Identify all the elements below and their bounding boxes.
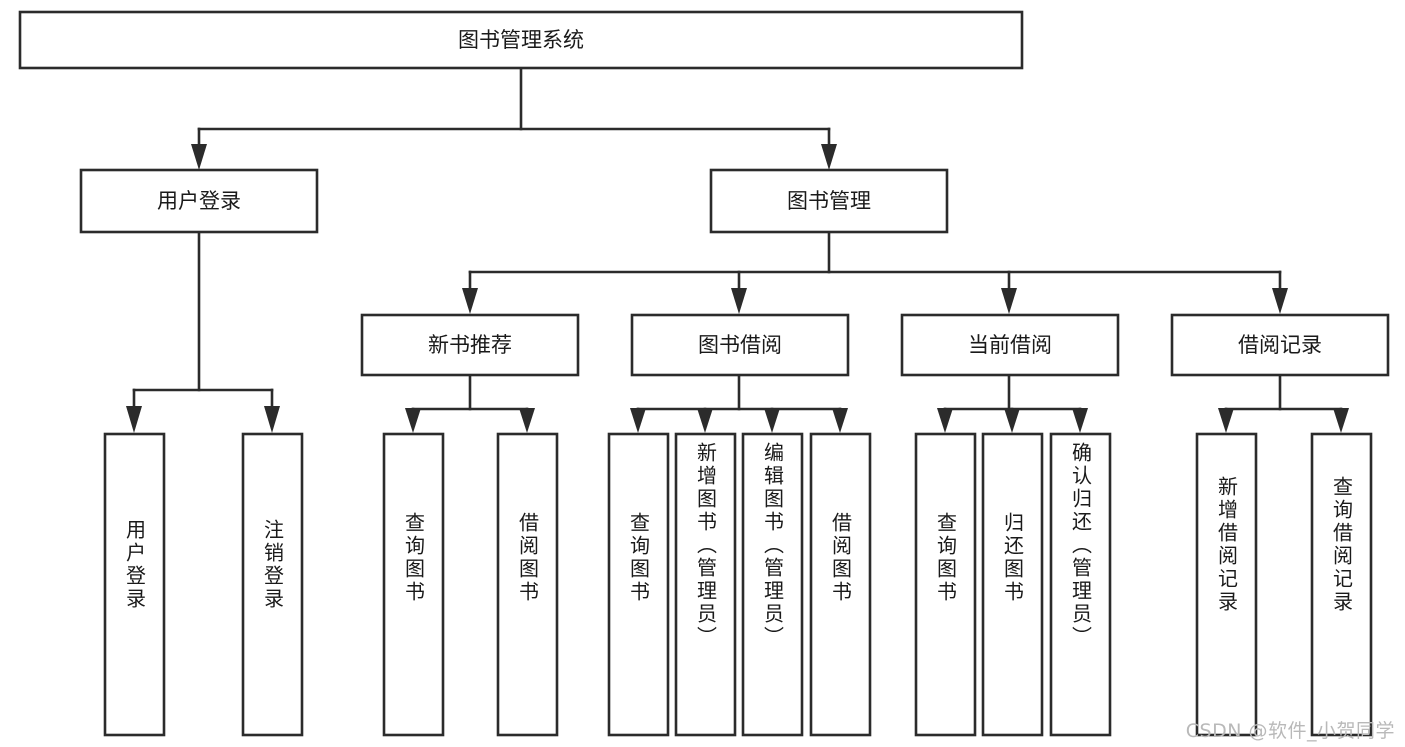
arrow-head-leaf-logout-login [264, 406, 280, 433]
node-book-borrow-box[interactable] [630, 313, 850, 377]
leaf-box-add-record[interactable] [1195, 432, 1258, 737]
connector-group-borrow-record [1218, 373, 1349, 433]
arrow-head-leaf-borrow-book-2 [832, 408, 848, 433]
arrow-head-borrow-record [1272, 288, 1288, 314]
leaf-box-query-book-3[interactable] [914, 432, 977, 737]
node-borrow-record-label: 借阅记录 [1238, 333, 1322, 357]
node-root-box[interactable] [18, 10, 1024, 70]
node-book-borrow[interactable]: 图书借阅 [630, 313, 850, 377]
node-user-login-box[interactable] [79, 168, 319, 234]
leaf-label-query-book-3: 查询图书 [933, 512, 958, 604]
arrow-head-user-login [191, 144, 207, 170]
node-book-manage-label: 图书管理 [787, 189, 871, 213]
connector-group-new-book-recommend [405, 373, 535, 433]
node-new-book-recommend-label: 新书推荐 [428, 333, 512, 357]
leaf-label-wrap-return-book: 归还图书 [983, 434, 1042, 735]
leaf-label-wrap-logout-login: 注销登录 [243, 434, 302, 735]
connector-group-root [191, 66, 837, 170]
leaf-label-wrap-borrow-book-1: 借阅图书 [498, 434, 557, 735]
leaf-label-return-book: 归还图书 [1000, 512, 1025, 604]
arrow-head-leaf-user-login [126, 406, 142, 433]
node-borrow-record[interactable]: 借阅记录 [1170, 313, 1390, 377]
node-current-borrow-label: 当前借阅 [968, 333, 1052, 357]
leaf-label-wrap-query-book-3: 查询图书 [916, 434, 975, 735]
node-new-book-recommend[interactable]: 新书推荐 [360, 313, 580, 377]
node-root-label: 图书管理系统 [458, 28, 584, 52]
leaf-label-wrap-borrow-book-2: 借阅图书 [811, 434, 870, 735]
arrow-head-leaf-confirm-return [1072, 408, 1088, 433]
arrow-head-leaf-borrow-book-1 [519, 408, 535, 433]
csdn-watermark: CSDN @软件_小贺同学 [1185, 720, 1395, 742]
leaf-box-edit-book[interactable] [741, 432, 804, 737]
leaf-label-user-login: 用户登录 [122, 519, 147, 611]
leaf-box-borrow-book-2[interactable] [809, 432, 872, 737]
leaf-label-borrow-book-2: 借阅图书 [828, 512, 853, 604]
leaf-box-logout-login[interactable] [241, 432, 304, 737]
node-current-borrow[interactable]: 当前借阅 [900, 313, 1120, 377]
arrow-head-leaf-edit-book [764, 408, 780, 433]
leaf-box-add-book[interactable] [674, 432, 737, 737]
leaf-box-query-book-1[interactable] [382, 432, 445, 737]
connector-group-book-manage [462, 230, 1288, 314]
leaf-box-borrow-book-1[interactable] [496, 432, 559, 737]
connector-group-book-borrow [630, 373, 848, 433]
leaf-label-add-record: 新增借阅记录 [1214, 476, 1239, 614]
leaf-label-wrap-add-record: 新增借阅记录 [1197, 434, 1256, 735]
leaf-label-wrap-user-login: 用户登录 [105, 434, 164, 735]
arrow-head-leaf-query-book-3 [937, 408, 953, 433]
node-user-login-label: 用户登录 [157, 189, 241, 213]
arrow-head-leaf-add-book [697, 408, 713, 433]
leaf-box-user-login[interactable] [103, 432, 166, 737]
connector-group-current-borrow [937, 373, 1088, 433]
arrow-head-book-manage [821, 144, 837, 170]
leaf-box-return-book[interactable] [981, 432, 1044, 737]
arrow-head-leaf-query-book-1 [405, 408, 421, 433]
connector-group-user-login [126, 230, 280, 433]
leaf-box-confirm-return[interactable] [1049, 432, 1112, 737]
arrow-head-leaf-add-record [1218, 408, 1234, 433]
leaf-label-confirm-return: 确认归还（管理员） [1068, 442, 1093, 649]
node-current-borrow-box[interactable] [900, 313, 1120, 377]
arrow-head-leaf-query-record [1333, 408, 1349, 433]
node-new-book-recommend-box[interactable] [360, 313, 580, 377]
leaf-label-wrap-query-book-1: 查询图书 [384, 434, 443, 735]
leaf-label-add-book: 新增图书（管理员） [693, 442, 718, 649]
leaf-label-wrap-confirm-return: 确认归还（管理员） [1051, 434, 1110, 735]
leaf-label-query-book-2: 查询图书 [626, 512, 651, 604]
leaf-label-edit-book: 编辑图书（管理员） [760, 442, 785, 649]
leaf-label-logout-login: 注销登录 [260, 519, 285, 611]
leaf-label-query-record: 查询借阅记录 [1329, 476, 1354, 614]
leaf-label-wrap-add-book: 新增图书（管理员） [676, 434, 735, 735]
arrow-head-new-book-recommend [462, 288, 478, 314]
leaf-label-borrow-book-1: 借阅图书 [515, 512, 540, 604]
leaf-label-query-book-1: 查询图书 [401, 512, 426, 604]
arrow-head-leaf-query-book-2 [630, 408, 646, 433]
node-book-manage[interactable]: 图书管理 [709, 168, 949, 234]
node-book-manage-box[interactable] [709, 168, 949, 234]
leaf-box-query-book-2[interactable] [607, 432, 670, 737]
node-borrow-record-box[interactable] [1170, 313, 1390, 377]
leaf-box-query-record[interactable] [1310, 432, 1373, 737]
node-book-borrow-label: 图书借阅 [698, 333, 782, 357]
arrow-head-book-borrow [731, 288, 747, 314]
arrow-head-current-borrow [1001, 288, 1017, 314]
node-root[interactable]: 图书管理系统 [18, 10, 1024, 70]
leaf-label-wrap-query-book-2: 查询图书 [609, 434, 668, 735]
arrow-head-leaf-return-book [1004, 408, 1020, 433]
leaf-label-wrap-edit-book: 编辑图书（管理员） [743, 434, 802, 735]
leaf-label-wrap-query-record: 查询借阅记录 [1312, 434, 1371, 735]
node-user-login[interactable]: 用户登录 [79, 168, 319, 234]
